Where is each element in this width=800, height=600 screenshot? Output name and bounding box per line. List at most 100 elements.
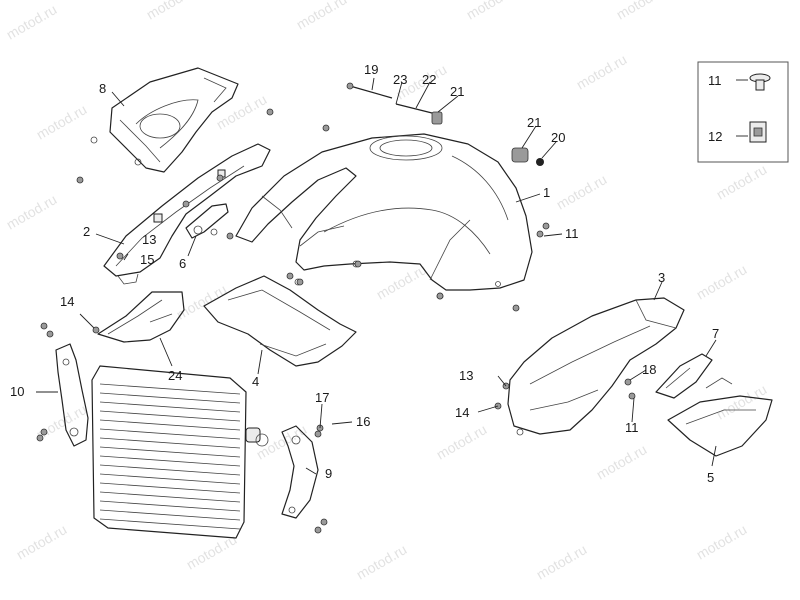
part-24-air-duct — [97, 291, 185, 343]
watermark-text: motod.ru — [174, 281, 230, 322]
screw-icon — [40, 428, 48, 436]
part-4-lower-cover — [203, 275, 357, 367]
part-10-left-bracket — [55, 343, 89, 447]
callout-8: 8 — [99, 81, 106, 96]
watermark-text: motod.ru — [34, 101, 90, 142]
part-2-left-side-panel — [103, 143, 271, 285]
radiator-fin — [99, 509, 241, 521]
screw-icon — [512, 304, 520, 312]
radiator-fin — [99, 392, 241, 404]
screw-icon — [314, 526, 322, 534]
screws — [36, 108, 636, 534]
radiator-fin — [99, 482, 241, 494]
watermark-text: motod.ru — [294, 0, 350, 33]
callout-11: 11 — [565, 226, 579, 241]
callout-21b: 21 — [527, 115, 541, 130]
radiator-fin — [99, 518, 241, 530]
callout-12: 12 — [708, 129, 722, 144]
part-1-tank-cover — [235, 133, 533, 300]
screw-icon — [286, 272, 294, 280]
screw-icon — [628, 392, 636, 400]
callout-23: 23 — [393, 72, 407, 87]
screw-icon — [116, 252, 124, 260]
watermark-text: motod.ru — [714, 381, 770, 422]
callout-14: 14 — [60, 294, 74, 309]
watermark-text: motod.ru — [554, 171, 610, 212]
screw-icon — [314, 430, 322, 438]
callout-11-inset: 11 — [708, 73, 722, 88]
screw-icon — [226, 232, 234, 240]
callout-7: 7 — [712, 326, 719, 341]
part-9-right-bracket — [281, 425, 319, 519]
radiator-fin — [99, 428, 241, 440]
watermark-text: motod.ru — [464, 0, 520, 23]
callout-1: 1 — [543, 185, 550, 200]
callout-20: 20 — [551, 130, 565, 145]
screw-icon — [76, 176, 84, 184]
watermark-text: motod.ru — [534, 541, 590, 582]
screw-icon — [624, 378, 632, 386]
part-8-upper-cover — [90, 67, 239, 173]
part-5-lower-trim — [667, 377, 773, 457]
callout-16: 18 — [642, 362, 656, 377]
callout-3: 3 — [658, 270, 665, 285]
callout-13b: 13 — [459, 368, 473, 383]
radiator-fin — [99, 500, 241, 512]
callout-17: 16 — [356, 414, 370, 429]
callout-5: 5 — [707, 470, 714, 485]
screw-icon — [320, 518, 328, 526]
radiator-fin — [99, 473, 241, 485]
radiator-fin — [99, 455, 241, 467]
watermark-layer: motod.ru motod.ru motod.ru motod.ru motod.ru… — [4, 0, 770, 583]
callout-19: 19 — [364, 62, 378, 77]
screw-icon — [436, 292, 444, 300]
part-7-trim — [655, 353, 713, 399]
callout-18: 17 — [315, 390, 329, 405]
callout-13: 13 — [142, 232, 156, 247]
watermark-text: motod.ru — [614, 0, 670, 23]
watermark-text: motod.ru — [214, 91, 270, 132]
radiator-fin — [99, 464, 241, 476]
screw-icon — [216, 174, 224, 182]
watermark-text: motod.ru — [4, 1, 60, 42]
watermark-text: motod.ru — [4, 191, 60, 232]
watermark-text: motod.ru — [434, 421, 490, 462]
radiator-fin — [99, 383, 241, 395]
callout-11c: 11 — [625, 420, 639, 435]
callout-21: 21 — [450, 84, 464, 99]
screw-icon — [354, 260, 362, 268]
watermark-text: motod.ru — [144, 0, 200, 23]
screw-icon — [92, 326, 100, 334]
radiator-fin — [99, 437, 241, 449]
fuel-cap-pins — [346, 82, 544, 166]
screw-icon — [40, 322, 48, 330]
radiator-fin — [99, 419, 241, 431]
callout-9: 9 — [325, 466, 332, 481]
clip-nut-icon — [749, 121, 767, 143]
radiator-fin — [99, 401, 241, 413]
watermark-text: motod.ru — [374, 261, 430, 302]
watermark-text: motod.ru — [594, 441, 650, 482]
screw-icon — [266, 108, 274, 116]
callout-15: 15 — [140, 252, 154, 267]
watermark-text: motod.ru — [694, 261, 750, 302]
radiator-fin — [99, 446, 241, 458]
callout-22: 22 — [422, 72, 436, 87]
part-3-right-side-panel — [507, 297, 685, 436]
screw-icon — [322, 124, 330, 132]
screw-icon — [46, 330, 54, 338]
callout-6: 6 — [179, 256, 186, 271]
screw-icon — [182, 200, 190, 208]
callout-2: 2 — [83, 224, 90, 239]
callout-labels: 8 2 13 15 6 1 11 19 23 22 21 21 20 11 12… — [10, 62, 722, 485]
callout-10: 10 — [10, 384, 24, 399]
screw-icon — [296, 278, 304, 286]
screw-icon — [542, 222, 550, 230]
screw-icon — [536, 230, 544, 238]
radiator — [91, 365, 269, 539]
callout-24: 24 — [168, 368, 182, 383]
callout-14b: 14 — [455, 405, 469, 420]
watermark-text: motod.ru — [574, 51, 630, 92]
radiator-fin — [99, 491, 241, 503]
